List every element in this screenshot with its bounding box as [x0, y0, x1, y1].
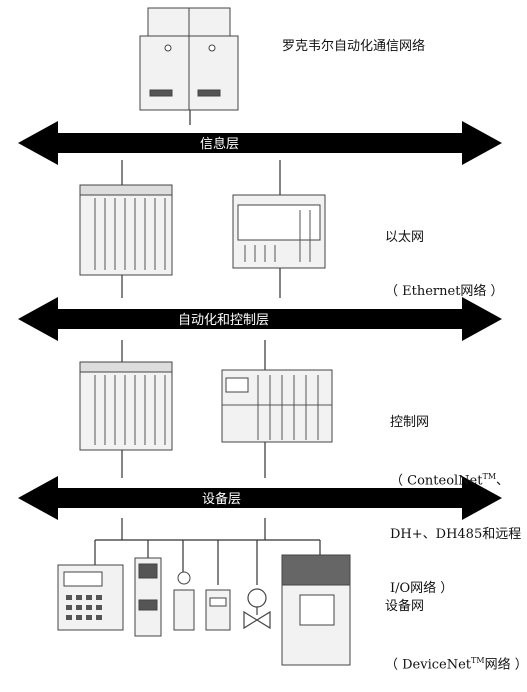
control-subtitle-tail: 、 [496, 473, 510, 489]
motor-starter [134, 557, 162, 637]
control-line4: I/O网络 ） [390, 581, 454, 597]
control-network-label: 控制网 （ ConteolNetTM、 DH+、DH485和远程 I/O网络 ） [390, 378, 521, 616]
controller-info [232, 194, 326, 269]
device-subtitle: （ DeviceNetTM网络 ） [385, 652, 527, 674]
info-layer-arrow: 信息层 [18, 121, 502, 165]
sensor [173, 571, 195, 631]
operator-keypad [57, 564, 124, 631]
device-subtitle-tail: 网络 ） [484, 657, 527, 673]
device-subtitle-text: （ DeviceNet [385, 657, 472, 673]
plc-rack-info [79, 184, 173, 276]
automation-layer-label: 自动化和控制层 [178, 313, 269, 328]
rockwell-server-cabinet [139, 7, 239, 111]
ethernet-label: 以太网 （ Ethernet网络 ） [385, 193, 504, 319]
io-module [205, 589, 231, 631]
controller-control [221, 369, 333, 443]
ethernet-title: 以太网 [385, 230, 425, 245]
device-layer-arrow: 设备层 [18, 476, 502, 520]
control-subtitle: （ ConteolNetTM、 [390, 468, 521, 490]
control-subtitle-text: （ ConteolNet [390, 473, 483, 489]
device-network-label: 设备网 （ DeviceNetTM网络 ） [385, 562, 527, 692]
diagram-canvas: 信息层 自动化和控制层 [18, 7, 502, 666]
drive-unit [281, 554, 351, 666]
network-diagram: 信息层 自动化和控制层 [18, 7, 527, 672]
device-layer-label: 设备层 [202, 491, 241, 507]
info-layer-label: 信息层 [200, 136, 239, 152]
control-title: 控制网 [390, 415, 430, 430]
rockwell-network-label: 罗克韦尔自动化通信网络 [282, 39, 426, 54]
ethernet-subtitle: （ Ethernet网络 ） [385, 284, 504, 299]
device-title: 设备网 [385, 599, 425, 614]
trademark-mark: TM [471, 656, 485, 665]
trademark-mark: TM [482, 472, 497, 481]
plc-rack-control [79, 361, 173, 451]
control-line3: DH+、DH485和远程 [390, 527, 522, 543]
valve-icon [243, 588, 271, 630]
connection-lines [94, 110, 321, 585]
automation-layer-arrow: 自动化和控制层 [18, 297, 502, 341]
